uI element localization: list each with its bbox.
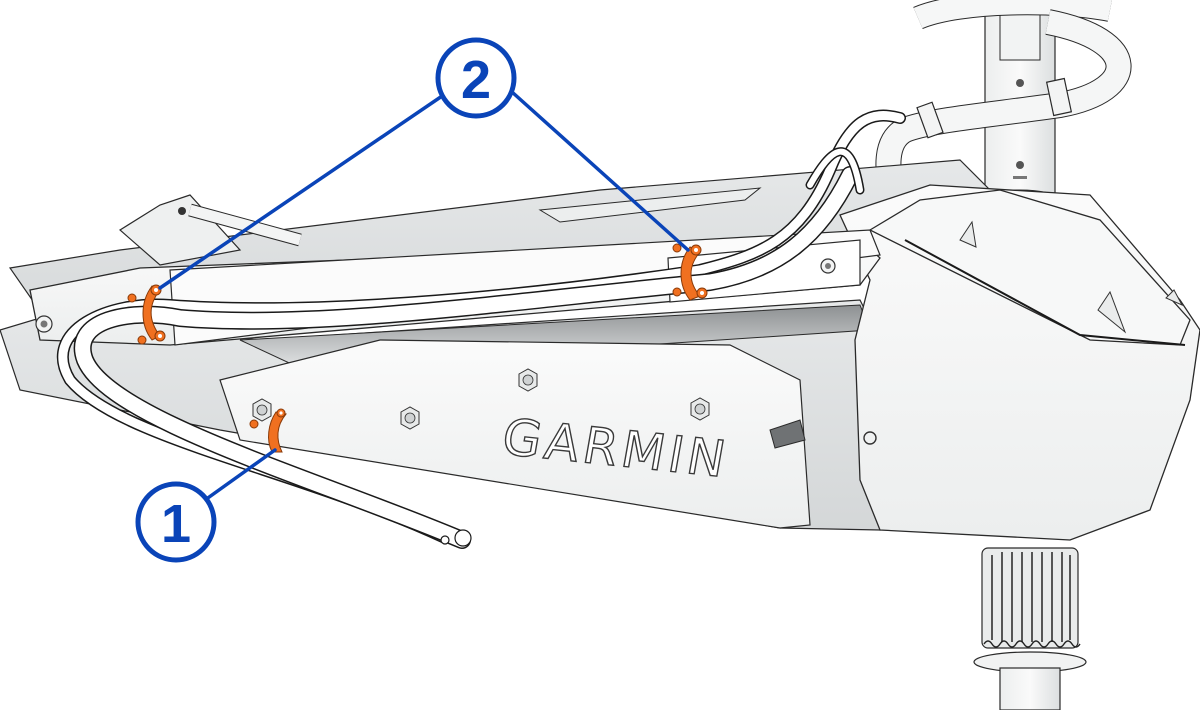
- callout-1-circle: [135, 481, 217, 563]
- steering-handle: [875, 0, 1132, 205]
- callout-2-circle: [435, 37, 517, 119]
- cables: [56, 109, 906, 549]
- cable-clamp-1: [249, 408, 287, 453]
- motor-head-housing: [839, 184, 1200, 541]
- lower-arm-housing: [0, 299, 901, 531]
- callout-leaders: [158, 90, 690, 502]
- cable-clamp-2-right: [672, 243, 708, 301]
- mounting-screws: [252, 368, 710, 430]
- shaft-collar: [973, 547, 1087, 710]
